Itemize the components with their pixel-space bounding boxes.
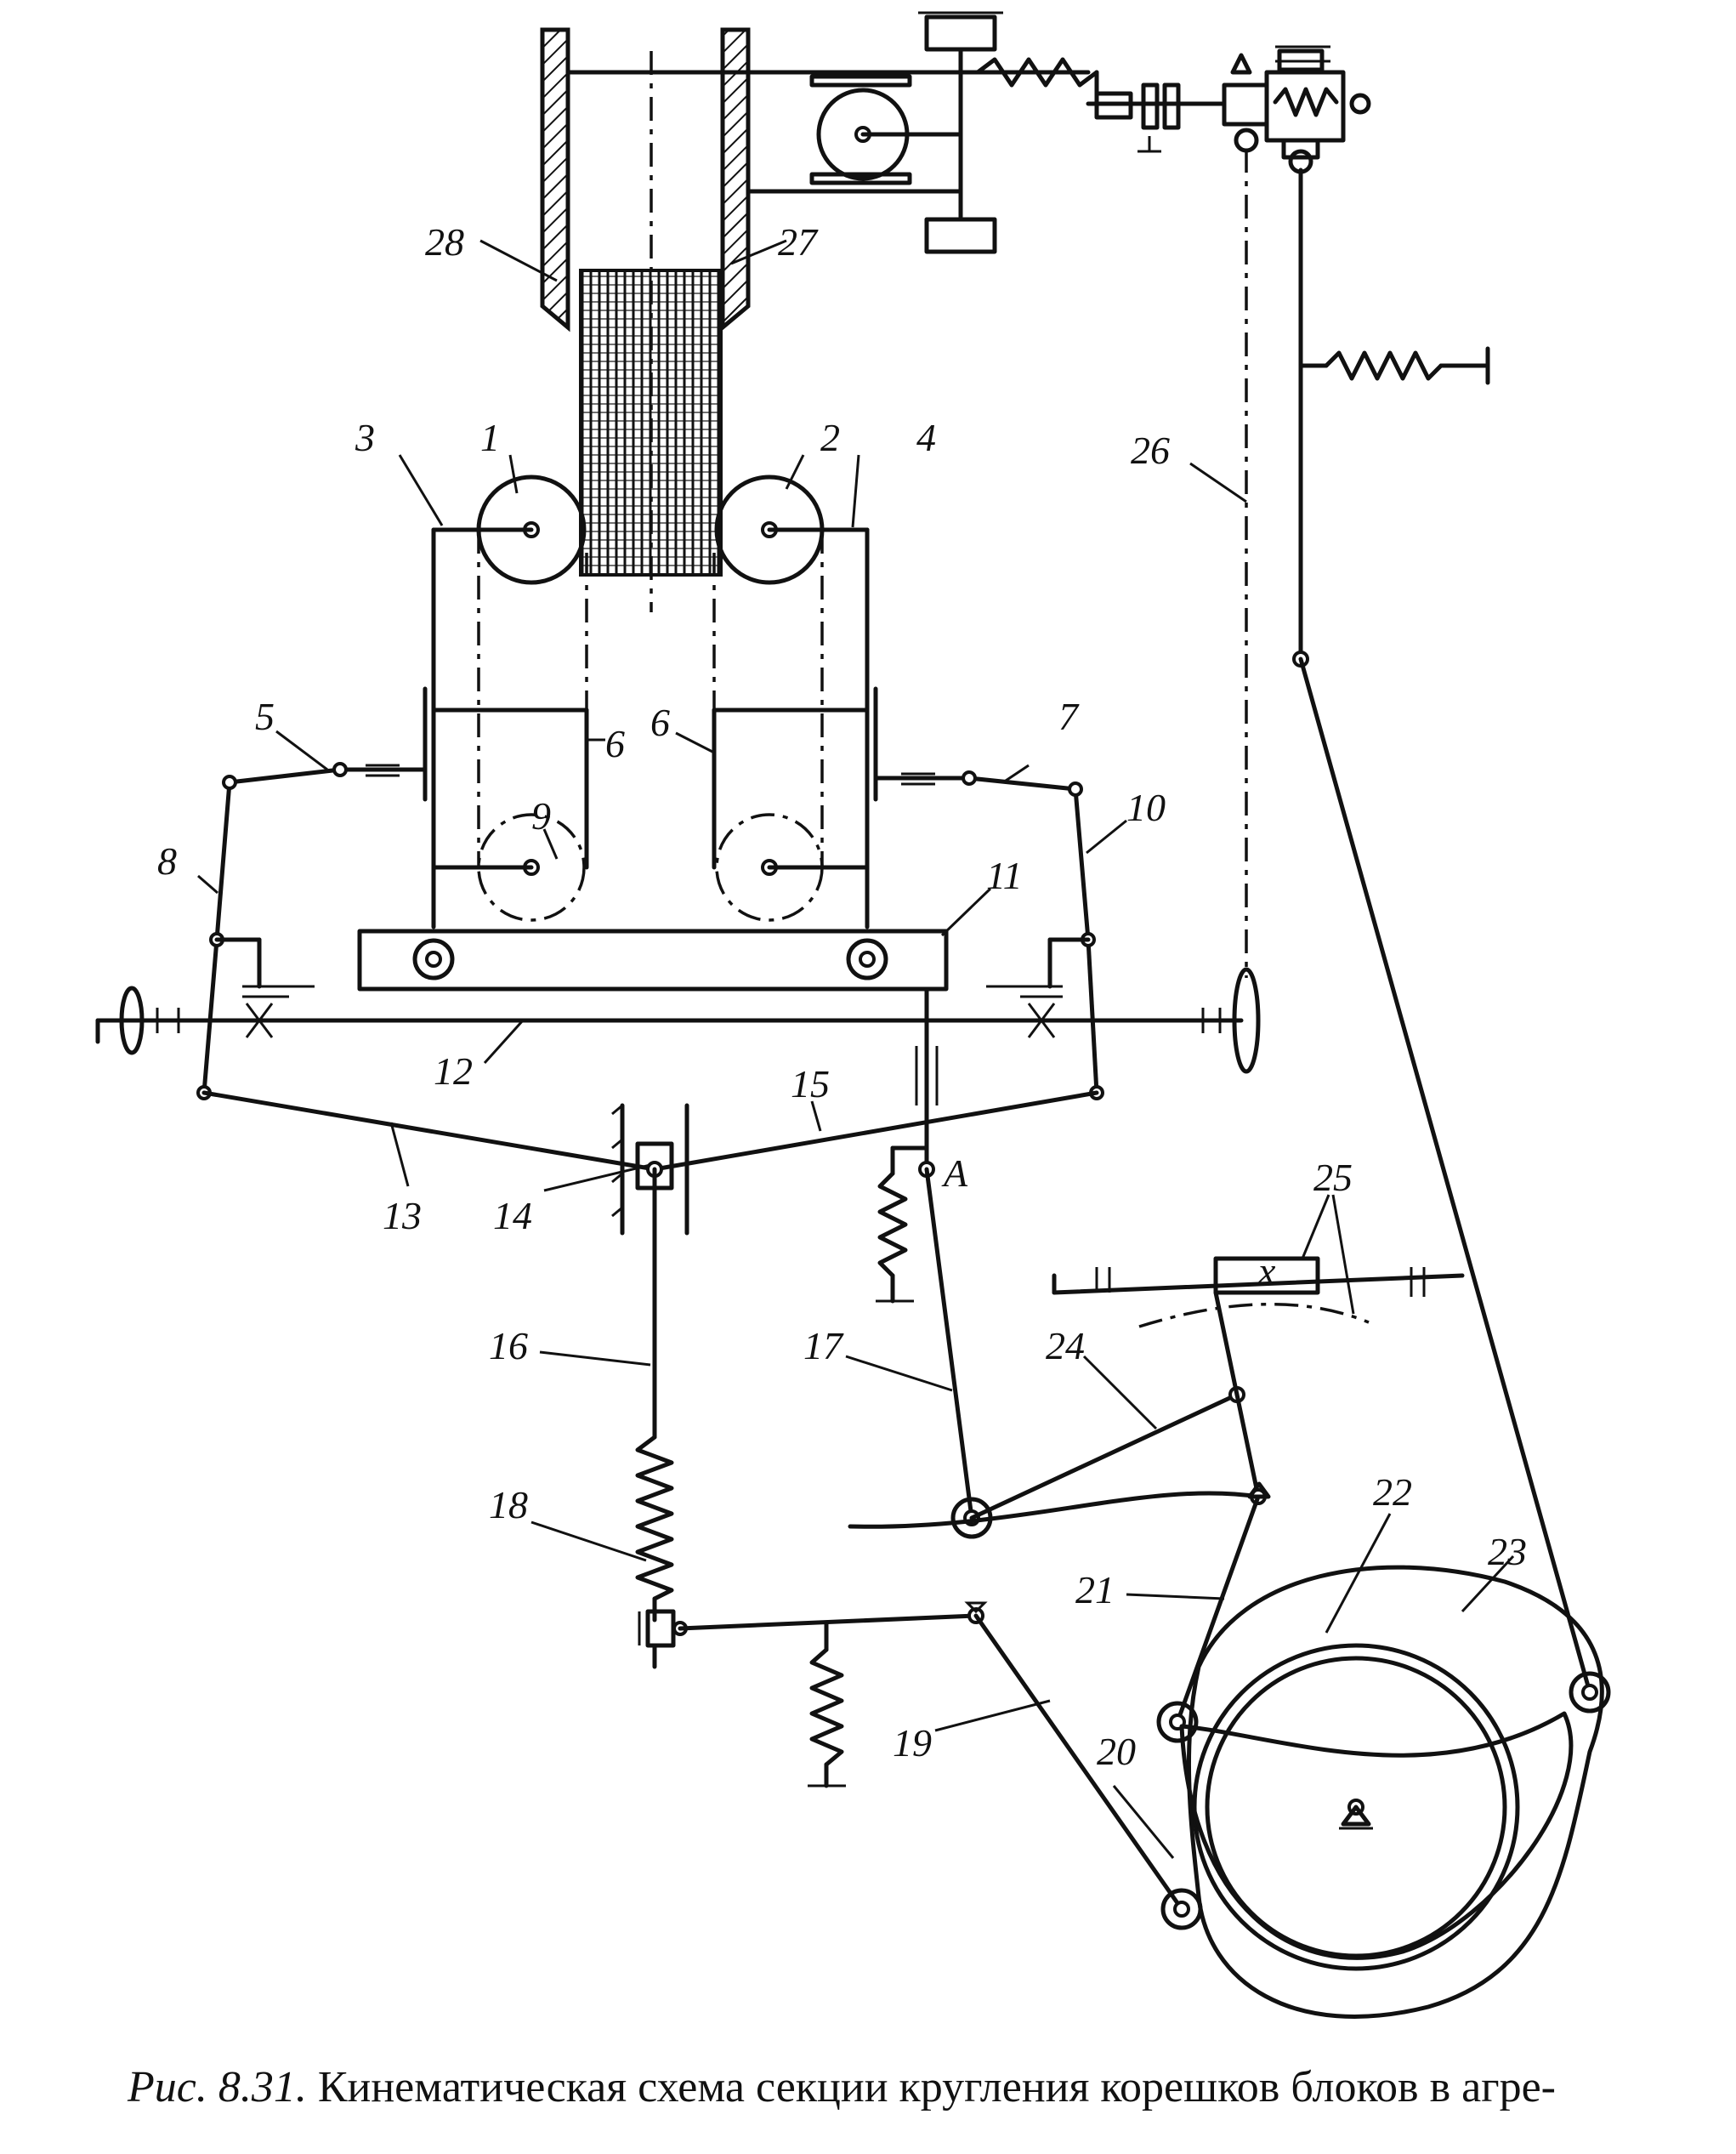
label-6: 6 (605, 722, 625, 765)
rod-A (876, 986, 939, 1304)
label-20: 20 (1097, 1730, 1136, 1773)
book-block (579, 51, 723, 612)
label-21: 21 (1075, 1568, 1115, 1611)
label-3: 3 (355, 416, 375, 459)
label-4: 4 (916, 416, 936, 459)
part-labels: 28 27 3 1 2 4 26 5 6 6 7 10 8 9 11 12 15… (157, 220, 1527, 1773)
label-11: 11 (986, 854, 1023, 897)
levers-13-15 (201, 1090, 1099, 1236)
label-9: 9 (531, 794, 551, 838)
shaft-12 (95, 986, 1244, 1055)
rod-16-spring-18 (635, 1167, 688, 1669)
label-10: 10 (1126, 786, 1166, 829)
label-2: 2 (820, 416, 840, 459)
label-26: 26 (1131, 429, 1170, 472)
label-x: x (1257, 1249, 1276, 1293)
label-5: 5 (255, 695, 275, 738)
label-A: A (941, 1151, 968, 1195)
sprocket-9-left (431, 813, 586, 922)
label-13: 13 (383, 1194, 422, 1237)
leader-lines (197, 239, 1515, 1859)
slide-11 (357, 929, 949, 992)
cam-23 (1179, 1565, 1611, 2019)
label-24: 24 (1046, 1324, 1085, 1367)
label-15: 15 (791, 1062, 830, 1105)
fixed-supports (214, 937, 1091, 998)
figure-caption: Рис. 8.31. Кинематическая схема секции к… (128, 2062, 1709, 2130)
label-1: 1 (480, 416, 500, 459)
sprocket-9-right (715, 813, 870, 922)
clamp-plate-27 (720, 27, 751, 332)
label-27: 27 (778, 220, 819, 264)
segment-25 (1052, 1256, 1465, 1328)
chain-drives (477, 530, 824, 867)
label-16: 16 (489, 1324, 528, 1367)
roller-2 (714, 475, 861, 585)
figure-number: Рис. 8.31. (128, 2063, 307, 2111)
roller-1 (440, 475, 587, 585)
clamp-plate-28 (540, 27, 570, 332)
label-19: 19 (893, 1721, 932, 1765)
label-25: 25 (1313, 1156, 1353, 1199)
chain-rod-26 (1232, 149, 1592, 1695)
label-23: 23 (1488, 1530, 1527, 1573)
top-drive-mechanism (565, 11, 1371, 254)
label-12: 12 (434, 1049, 473, 1093)
label-8: 8 (157, 839, 177, 883)
label-7: 7 (1058, 695, 1080, 738)
caption-text: Кинематическая схема секции кругления ко… (317, 2063, 1556, 2111)
label-22: 22 (1373, 1470, 1412, 1514)
lever-21 (1156, 1494, 1261, 1743)
lever-17-24 (848, 1167, 1271, 1539)
label-6b: 6 (650, 701, 670, 744)
label-28: 28 (425, 220, 464, 264)
levers (196, 762, 1104, 1100)
label-14: 14 (493, 1194, 532, 1237)
label-17: 17 (803, 1324, 844, 1367)
label-18: 18 (489, 1483, 528, 1526)
